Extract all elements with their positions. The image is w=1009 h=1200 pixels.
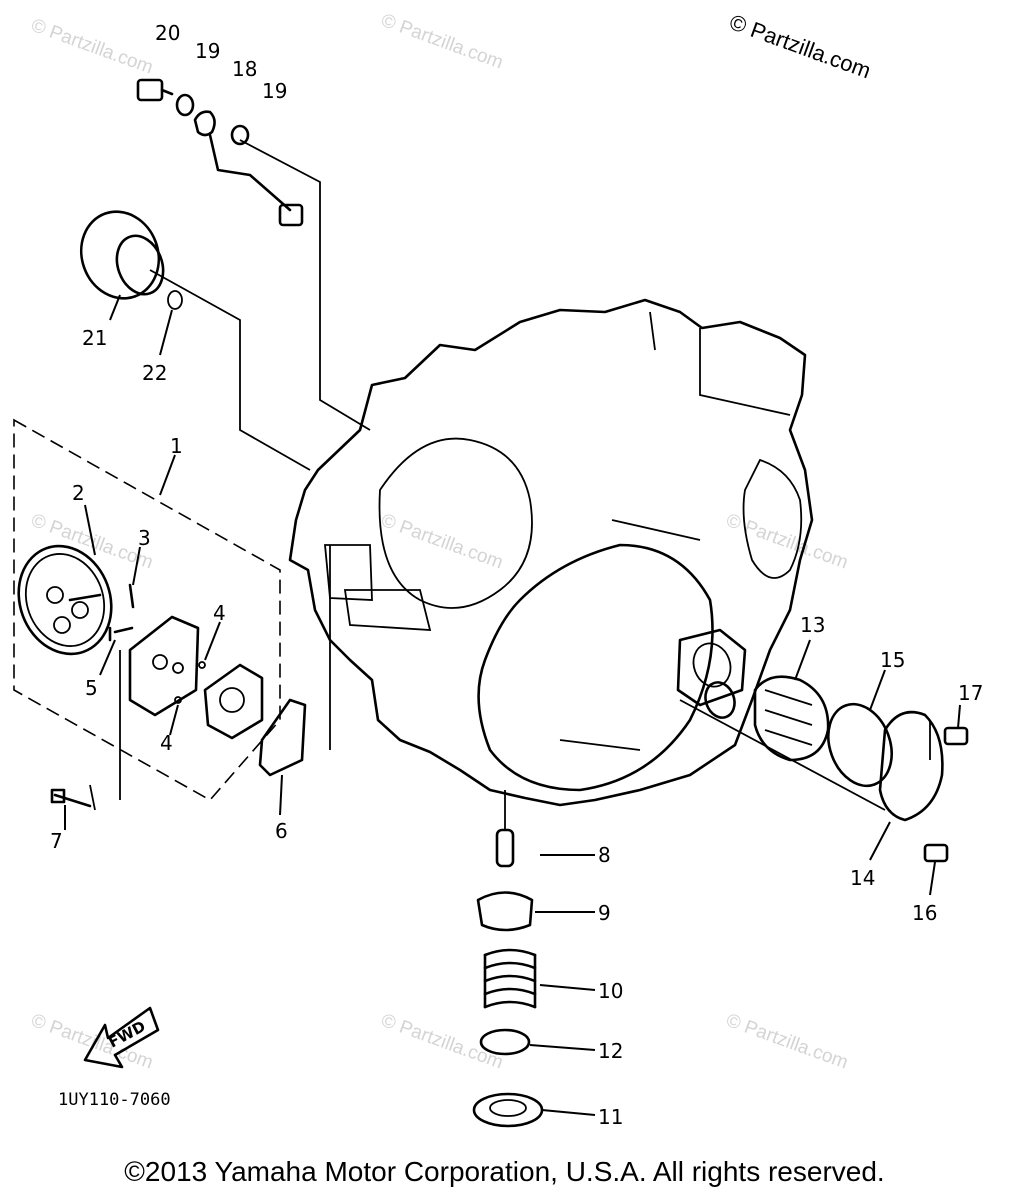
callout-22[interactable]: 22 <box>142 361 167 385</box>
callout-4[interactable]: 4 <box>160 731 173 755</box>
callout-11[interactable]: 11 <box>598 1105 623 1129</box>
callout-9[interactable]: 9 <box>598 901 611 925</box>
callout-4[interactable]: 4 <box>213 601 226 625</box>
callout-15[interactable]: 15 <box>880 648 905 672</box>
callout-16[interactable]: 16 <box>912 901 937 925</box>
callout-18[interactable]: 18 <box>232 57 257 81</box>
callout-17[interactable]: 17 <box>958 681 983 705</box>
watermark: © Partzilla.com <box>378 10 505 74</box>
cover-cap <box>79 210 183 310</box>
watermark: © Partzilla.com <box>378 1010 505 1074</box>
callout-10[interactable]: 10 <box>598 979 623 1003</box>
oil-pump-gear <box>17 544 113 656</box>
oil-filter-assembly <box>676 628 969 863</box>
watermark-top: © Partzilla.com <box>726 9 874 83</box>
callout-14[interactable]: 14 <box>850 866 875 890</box>
copyright-notice: ©2013 Yamaha Motor Corporation, U.S.A. A… <box>124 1156 885 1187</box>
oil-pump-assembly-box <box>13 418 281 802</box>
callout-5[interactable]: 5 <box>85 676 98 700</box>
oil-pump-parts <box>50 583 307 811</box>
watermark: © Partzilla.com <box>378 510 505 574</box>
callout-8[interactable]: 8 <box>598 843 611 867</box>
relief-valve-stack <box>472 828 544 1128</box>
callout-19[interactable]: 19 <box>262 79 287 103</box>
diagram-code: 1UY110-7060 <box>58 1090 171 1110</box>
callout-13[interactable]: 13 <box>800 613 825 637</box>
callout-21[interactable]: 21 <box>82 326 107 350</box>
callout-12[interactable]: 12 <box>598 1039 623 1063</box>
callout-19[interactable]: 19 <box>195 39 220 63</box>
callout-labels: 1 2 3 4 4 5 6 7 8 9 10 11 12 13 14 15 16… <box>50 21 983 1129</box>
watermark: © Partzilla.com <box>28 15 155 79</box>
assembly-lines <box>119 139 931 830</box>
callout-7[interactable]: 7 <box>50 829 63 853</box>
callout-20[interactable]: 20 <box>155 21 180 45</box>
watermark: © Partzilla.com <box>723 510 850 574</box>
watermark: © Partzilla.com <box>723 1010 850 1074</box>
crankcase-cover <box>288 298 814 807</box>
callout-6[interactable]: 6 <box>275 819 288 843</box>
callout-2[interactable]: 2 <box>72 481 85 505</box>
callout-1[interactable]: 1 <box>170 434 183 458</box>
oil-delivery-pipe <box>136 78 304 227</box>
leader-lines <box>64 294 961 1116</box>
callout-3[interactable]: 3 <box>138 526 151 550</box>
